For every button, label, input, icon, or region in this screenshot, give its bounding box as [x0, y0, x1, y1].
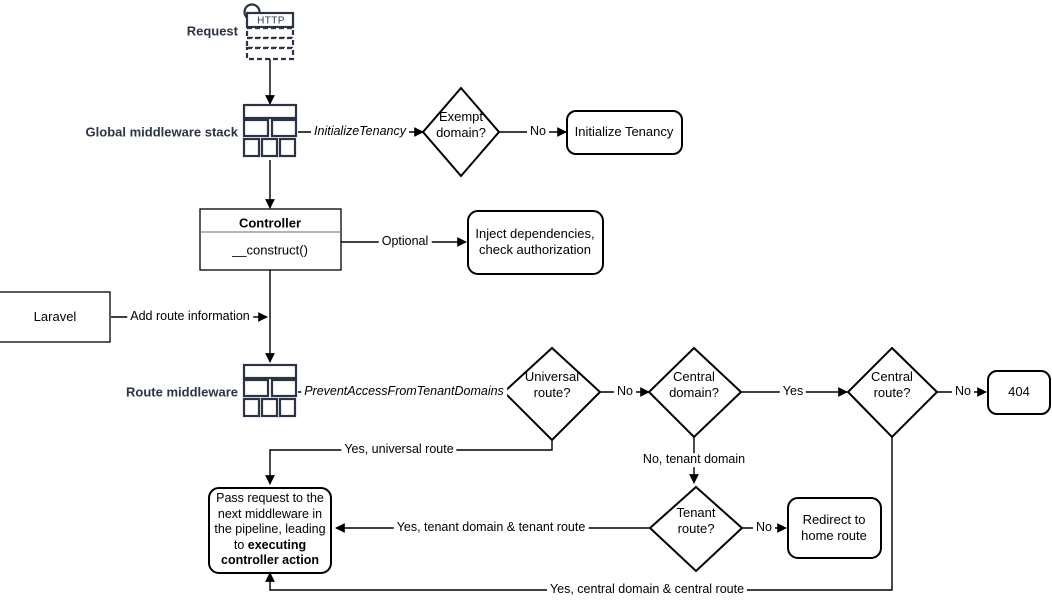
edge-label-exempt-domain-no: No — [527, 124, 549, 139]
edge-label-central-route-no: No — [952, 384, 974, 399]
central-domain-line-2: domain? — [669, 385, 719, 400]
central-route-label: Central route? — [852, 368, 932, 402]
initialize-tenancy-shape[interactable] — [566, 110, 683, 155]
edge-label-yes-tenant-domain-tenant-route: Yes, tenant domain & tenant route — [393, 520, 589, 535]
not-found-label: 404 — [1008, 383, 1030, 399]
pass-request-text: Pass request to the next middleware in t… — [211, 491, 329, 569]
central-route-line-1: Central — [871, 368, 913, 384]
central-route-line-2: route? — [873, 385, 911, 400]
laravel-label: Laravel — [33, 308, 77, 324]
controller-title: Controller — [238, 215, 302, 231]
edge-label-add-route-information: Add route information — [127, 309, 253, 324]
row-label-route-middleware: Route middleware — [126, 384, 238, 400]
edge-label-universal-route-no: No — [614, 384, 636, 399]
tenant-route-label: Tenant route? — [656, 504, 736, 538]
inject-dependencies-shape[interactable] — [467, 210, 604, 275]
laravel-shape[interactable] — [0, 291, 111, 343]
central-domain-decision-shape[interactable] — [647, 346, 743, 439]
pass-request-shape[interactable] — [208, 487, 332, 574]
exempt-domain-line-1: Exempt — [438, 108, 484, 124]
redirect-home-line-2: home route — [801, 528, 867, 543]
row-label-global-middleware-stack: Global middleware stack — [85, 124, 238, 140]
edge-label-yes-central-domain-central-route: Yes, central domain & central route — [546, 582, 748, 597]
universal-route-decision-shape[interactable] — [502, 346, 602, 442]
redirect-home-label: Redirect to home route — [789, 506, 880, 550]
redirect-home-shape[interactable] — [787, 497, 882, 559]
inject-dependencies-line-1: Inject dependencies, — [475, 225, 595, 241]
row-label-request: Request — [186, 23, 238, 39]
exempt-domain-decision-shape[interactable] — [421, 86, 501, 178]
tenant-route-line-2: route? — [677, 521, 715, 536]
controller-shape[interactable] — [199, 208, 342, 271]
route-middleware-stack-icon — [242, 363, 298, 418]
universal-route-line-1: Universal — [524, 368, 580, 384]
tenant-route-line-1: Tenant — [676, 504, 716, 520]
central-domain-line-1: Central — [673, 368, 715, 384]
not-found-shape[interactable] — [987, 370, 1051, 415]
universal-route-line-2: route? — [533, 385, 571, 400]
central-domain-label: Central domain? — [654, 368, 734, 402]
inject-dependencies-line-2: check authorization — [478, 242, 591, 257]
central-route-decision-shape[interactable] — [846, 346, 939, 439]
http-request-icon — [243, 3, 295, 61]
pass-request-label: Pass request to the next middleware in t… — [211, 490, 329, 570]
edge-label-no-tenant-domain: No, tenant domain — [639, 452, 749, 467]
pass-request-bold-text: executing controller action — [221, 537, 319, 568]
pass-request-plain-text: Pass request to the next middleware in t… — [214, 490, 326, 552]
edge-label-central-domain-yes: Yes — [779, 384, 807, 399]
initialize-tenancy-label: Initialize Tenancy — [574, 123, 674, 139]
redirect-home-line-1: Redirect to — [802, 511, 866, 527]
exempt-domain-line-2: domain? — [436, 125, 486, 140]
edge-label-prevent-access-middleware: PreventAccessFromTenantDomains — [301, 384, 507, 399]
edge-label-initialize-tenancy-middleware: InitializeTenancy — [311, 124, 409, 139]
edge-label-tenant-route-no: No — [753, 520, 775, 535]
edge-label-yes-universal-route: Yes, universal route — [341, 442, 457, 457]
exempt-domain-label: Exempt domain? — [421, 108, 501, 142]
http-icon-label: HTTP — [257, 15, 285, 27]
inject-dependencies-label: Inject dependencies, check authorization — [469, 220, 602, 264]
controller-method-label: __construct() — [232, 242, 308, 258]
global-middleware-stack-icon — [242, 103, 298, 158]
tenant-route-decision-shape[interactable] — [648, 485, 744, 573]
edge-label-optional: Optional — [378, 234, 432, 249]
universal-route-label: Universal route? — [512, 368, 592, 402]
